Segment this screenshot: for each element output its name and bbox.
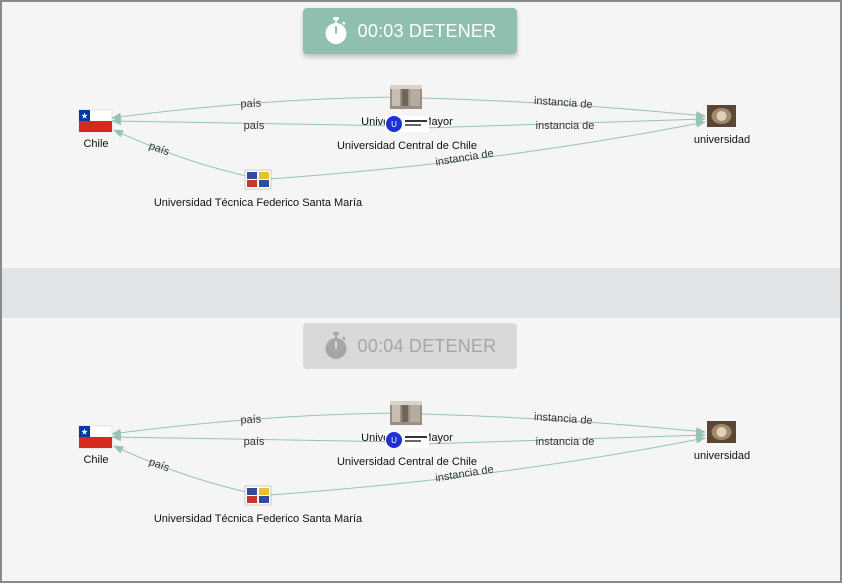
node-utfsm[interactable]: Universidad Técnica Federico Santa María bbox=[154, 485, 363, 525]
edge-utfsm-instancia bbox=[269, 119, 706, 180]
edge-utfsm-instancia bbox=[269, 435, 706, 496]
building-photo-icon bbox=[390, 401, 422, 425]
edge-central-pais bbox=[111, 433, 407, 443]
edge-label-pais: país bbox=[240, 97, 262, 110]
node-utfsm[interactable]: Universidad Técnica Federico Santa María bbox=[154, 169, 363, 209]
stopwatch-icon bbox=[325, 17, 347, 44]
node-chile[interactable]: Chile bbox=[78, 109, 113, 150]
edge-mayor-instancia bbox=[421, 413, 706, 436]
knowledge-graph: país país país instancia de instancia de… bbox=[78, 401, 750, 525]
node-universidad[interactable]: universidad bbox=[694, 421, 750, 462]
svg-text:U: U bbox=[391, 120, 397, 129]
edge-label-pais: país bbox=[147, 140, 171, 159]
edge-label-instancia: instancia de bbox=[536, 120, 595, 132]
utfsm-crest-icon bbox=[244, 485, 272, 506]
edge-mayor-pais bbox=[111, 412, 407, 437]
edge-central-instancia bbox=[421, 115, 706, 129]
edge-label-instancia: instancia de bbox=[536, 436, 595, 448]
node-label-universidad-central: Universidad Central de Chile bbox=[337, 456, 477, 468]
ucen-logo-icon: U bbox=[385, 432, 429, 448]
node-label-universidad-central: Universidad Central de Chile bbox=[337, 140, 477, 152]
edge-label-pais: país bbox=[244, 120, 265, 132]
chile-flag-icon bbox=[78, 425, 113, 449]
edge-mayor-pais bbox=[111, 96, 407, 121]
node-chile[interactable]: Chile bbox=[78, 425, 113, 466]
edge-label-pais: país bbox=[147, 456, 171, 475]
library-photo-icon bbox=[707, 105, 736, 127]
node-label-utfsm: Universidad Técnica Federico Santa María bbox=[154, 513, 363, 525]
chile-flag-icon bbox=[78, 109, 113, 133]
game-panel-1: 00:03 DETENER país país país instancia d… bbox=[2, 2, 840, 268]
ucen-logo-icon: U bbox=[385, 116, 429, 132]
building-photo-icon bbox=[390, 85, 422, 109]
edge-label-pais: país bbox=[240, 413, 262, 426]
edge-label-pais: país bbox=[244, 436, 265, 448]
node-universidad-central[interactable]: U Universidad Central de Chile bbox=[337, 116, 477, 152]
stop-timer-button[interactable]: 00:04 DETENER bbox=[303, 323, 517, 369]
edge-utfsm-pais bbox=[113, 129, 256, 179]
node-label-chile: Chile bbox=[83, 138, 108, 150]
svg-text:U: U bbox=[391, 436, 397, 445]
node-label-utfsm: Universidad Técnica Federico Santa María bbox=[154, 197, 363, 209]
edge-utfsm-pais bbox=[113, 445, 256, 495]
library-photo-icon bbox=[707, 421, 736, 443]
node-label-universidad: universidad bbox=[694, 134, 750, 146]
node-universidad[interactable]: universidad bbox=[694, 105, 750, 146]
panel-separator bbox=[2, 268, 840, 318]
edge-central-instancia bbox=[421, 431, 706, 445]
stopwatch-icon bbox=[325, 332, 347, 359]
node-label-chile: Chile bbox=[83, 454, 108, 466]
timer-label: 00:04 DETENER bbox=[357, 335, 497, 356]
edge-mayor-instancia bbox=[421, 97, 706, 120]
utfsm-crest-icon bbox=[244, 169, 272, 190]
stop-timer-button[interactable]: 00:03 DETENER bbox=[303, 8, 517, 54]
edge-label-instancia: instancia de bbox=[534, 411, 593, 427]
edge-label-instancia: instancia de bbox=[534, 95, 593, 111]
node-universidad-central[interactable]: U Universidad Central de Chile bbox=[337, 432, 477, 468]
node-label-universidad: universidad bbox=[694, 450, 750, 462]
game-panel-2: 00:04 DETENER país país país instancia d… bbox=[2, 318, 840, 581]
knowledge-graph: país país país instancia de instancia de… bbox=[78, 85, 750, 209]
timer-label: 00:03 DETENER bbox=[357, 20, 497, 41]
edge-central-pais bbox=[111, 117, 407, 127]
